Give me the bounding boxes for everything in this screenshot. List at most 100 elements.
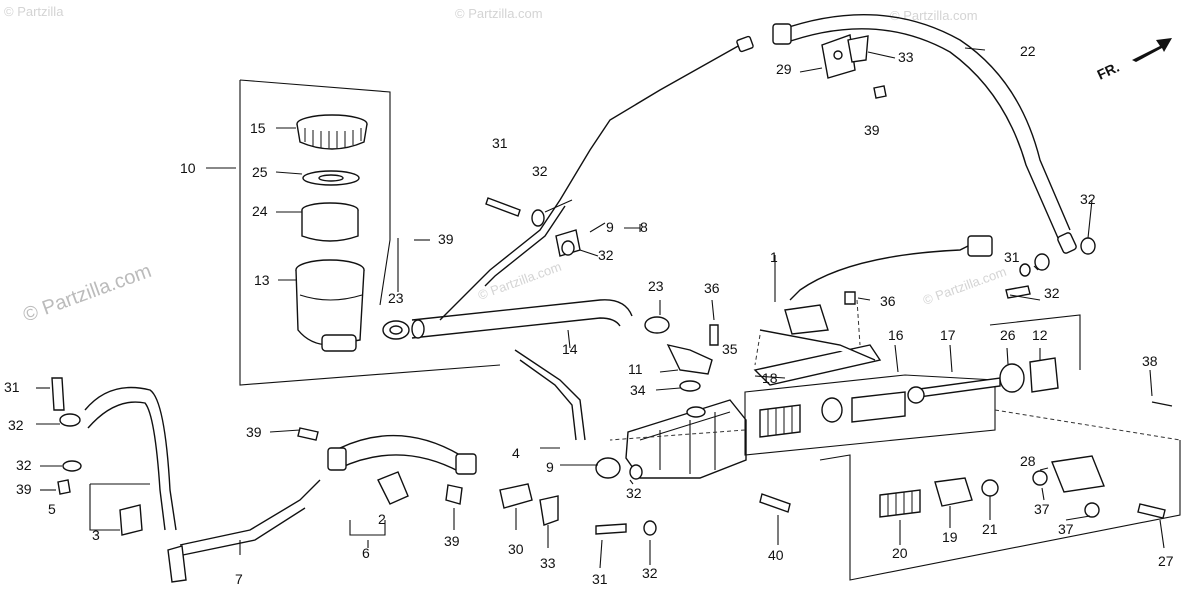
hose-22-end-fitting (772, 23, 792, 45)
dashed-guides (609, 299, 1181, 441)
reservoir-tank (295, 259, 365, 352)
callout-6: 6 (362, 545, 370, 561)
callout-39-left: 39 (16, 481, 32, 497)
bracket-30 (499, 483, 533, 509)
clutch-pipe-upper-2 (484, 205, 566, 287)
callout-40: 40 (768, 547, 784, 563)
callout-33-lower: 33 (540, 555, 556, 571)
piston-16 (851, 391, 906, 423)
bolt-39-lower-b (445, 484, 463, 505)
callout-32-lower: 32 (642, 565, 658, 581)
clutch-hose-7-bottom (87, 401, 166, 531)
callout-37-left: 37 (1034, 501, 1050, 517)
clevis-28 (1051, 455, 1105, 493)
callout-37-right: 37 (1058, 521, 1074, 537)
callout-32-left-b: 32 (16, 457, 32, 473)
washer-37-right (1084, 502, 1100, 518)
callout-32-upper-b: 32 (598, 247, 614, 263)
watermark-top-left: © Partzilla (4, 4, 64, 19)
hose-clip-33-top (847, 35, 869, 63)
watermark-top-center: © Partzilla.com (455, 6, 543, 21)
callout-30: 30 (508, 541, 524, 557)
nut-21 (981, 479, 999, 497)
callout-26: 26 (1000, 327, 1016, 343)
front-arrow-icon (1132, 38, 1172, 62)
reservoir-float (301, 202, 359, 242)
clutch-hose-6-bottom (339, 454, 461, 473)
hose-6-right-fitting (455, 453, 477, 475)
clutch-pipe-lower (179, 479, 321, 546)
piston-cup (821, 397, 843, 423)
bolt-31-lower (595, 523, 627, 535)
callout-39-reservoir: 39 (438, 231, 454, 247)
bracket-18-arm (759, 329, 876, 361)
clutch-switch-1 (784, 304, 829, 335)
callout-9-center: 9 (546, 459, 554, 475)
washer-32-lower (643, 520, 657, 536)
watermark-center: © Partzilla.com (476, 259, 563, 303)
callout-31-left: 31 (4, 379, 20, 395)
hose-clamp-center (644, 316, 670, 334)
master-cylinder-body (625, 399, 747, 479)
front-label: FR. (1095, 59, 1122, 83)
callout-21: 21 (982, 521, 998, 537)
snap-ring-26 (999, 363, 1025, 393)
hose-clamp-left (382, 320, 410, 340)
washer-32-upper (531, 209, 545, 227)
callout-29: 29 (776, 61, 792, 77)
callout-20: 20 (892, 545, 908, 561)
front-direction-indicator: FR. (1095, 38, 1172, 83)
reservoir-hose-end (411, 319, 425, 339)
union-bolt-9-center (595, 457, 621, 479)
callout-32-far-right: 32 (1080, 191, 1096, 207)
callout-13: 13 (254, 272, 270, 288)
washer-32-center (629, 464, 643, 480)
washer-right-c (1019, 263, 1031, 277)
hose-6-left-fitting (327, 447, 347, 471)
callout-19: 19 (942, 529, 958, 545)
callout-36-right: 36 (880, 293, 896, 309)
callout-25: 25 (252, 164, 268, 180)
callout-17: 17 (940, 327, 956, 343)
callout-11: 11 (628, 361, 643, 377)
callout-2: 2 (378, 511, 386, 527)
washer-32-right-a (1034, 253, 1050, 271)
piston-spring-16 (759, 404, 801, 438)
callout-33-top: 33 (898, 49, 914, 65)
clutch-pipe-upper (439, 44, 741, 321)
callout-22: 22 (1020, 43, 1036, 59)
watermark-top-right: © Partzilla.com (890, 8, 978, 23)
joint-11 (666, 343, 713, 375)
callout-35: 35 (722, 341, 738, 357)
callout-14: 14 (562, 341, 578, 357)
clutch-pipe-4 (514, 349, 586, 441)
pipe-fitting-top (736, 35, 754, 53)
hose-22-lower-fitting (1057, 232, 1077, 254)
clevis-19 (934, 477, 973, 507)
push-rod-nut (907, 386, 925, 404)
switch-36-center (709, 324, 719, 346)
callout-1: 1 (770, 249, 778, 265)
hose-bracket-29 (821, 34, 856, 79)
callout-32-left-a: 32 (8, 417, 24, 433)
callout-labels: 1 2 3 4 5 6 7 8 9 9 10 11 12 13 14 15 16… (4, 43, 1174, 587)
callout-39-top: 39 (864, 122, 880, 138)
callout-18: 18 (762, 370, 778, 386)
callout-28: 28 (1020, 453, 1036, 469)
watermark-main: © Partzilla.com (20, 260, 154, 327)
clutch-hose-7-top (84, 386, 177, 531)
clutch-hose-22-bottom (781, 28, 1059, 239)
watermark-right: © Partzilla.com (921, 264, 1008, 308)
callout-39-lower: 39 (444, 533, 460, 549)
callout-12: 12 (1032, 327, 1048, 343)
cotter-pin-38 (1151, 401, 1173, 407)
callout-10: 10 (180, 160, 196, 176)
callout-8: 8 (640, 219, 648, 235)
callout-31-upper: 31 (492, 135, 508, 151)
push-rod-17 (911, 377, 1001, 399)
callout-38: 38 (1142, 353, 1158, 369)
callout-4: 4 (512, 445, 520, 461)
boot-12 (1029, 357, 1059, 393)
